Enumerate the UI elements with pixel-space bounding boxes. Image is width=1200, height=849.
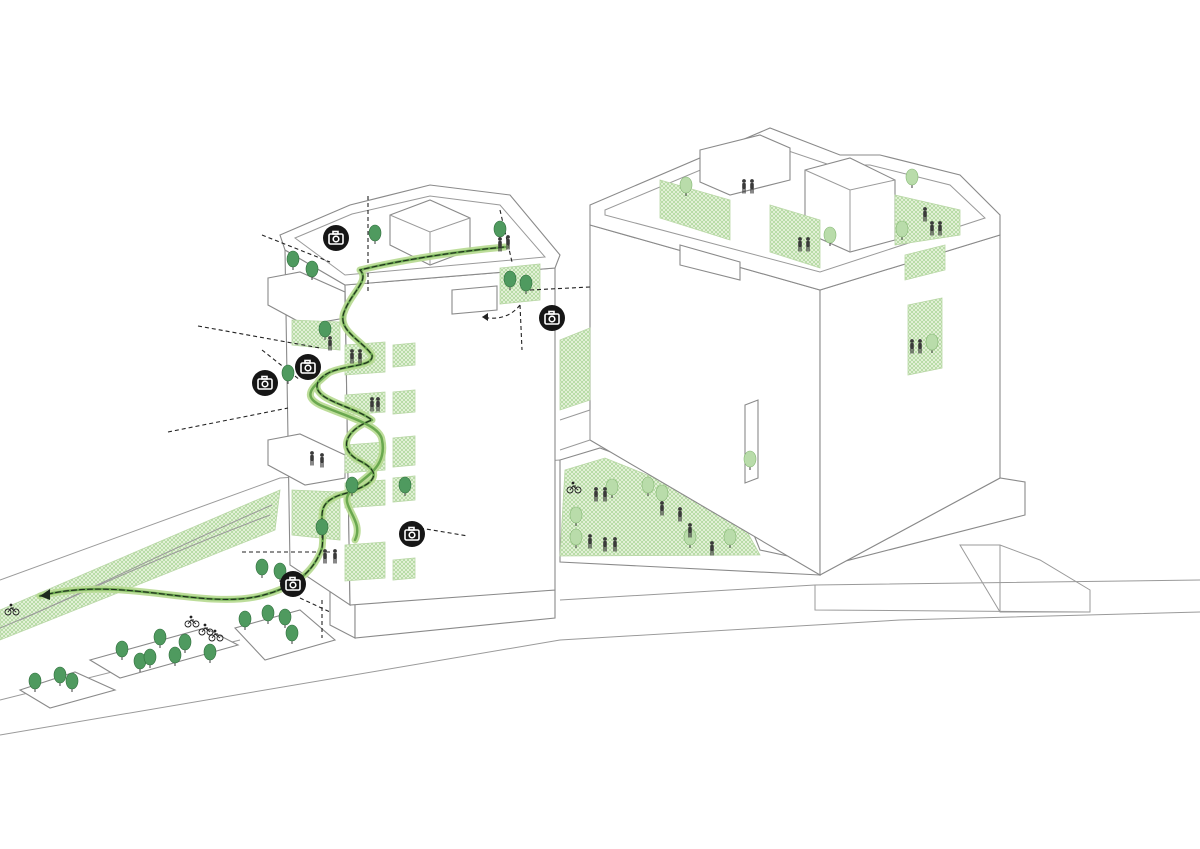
camera-icon [398, 520, 426, 548]
left-facade-window [451, 285, 498, 315]
camera-icon [279, 570, 307, 598]
facade-window-green [907, 297, 943, 376]
planter-3 [233, 609, 337, 661]
planter-2 [88, 627, 240, 679]
right-tower [559, 127, 1026, 576]
camera-icon [538, 304, 566, 332]
camera-icon [322, 224, 350, 252]
sight-lines [167, 196, 591, 638]
camera-icon [251, 369, 279, 397]
route-arrow-icon [40, 589, 50, 600]
ground-plane [0, 459, 1200, 736]
green-route [36, 243, 509, 603]
camera-icon [294, 353, 322, 381]
